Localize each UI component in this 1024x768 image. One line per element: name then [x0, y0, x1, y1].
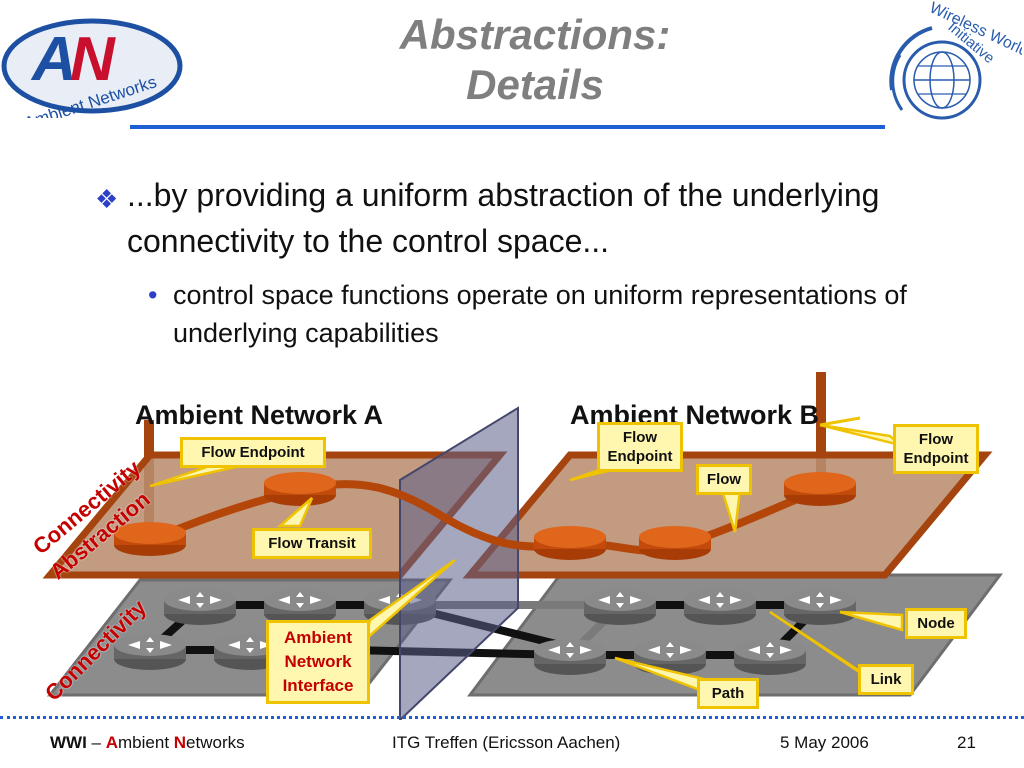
- pole-b: [816, 372, 826, 482]
- ambient-networks-logo: A N Ambient Networks: [1, 18, 183, 118]
- slide-title-line2: Details: [466, 61, 604, 108]
- wireless-world-initiative-logo: Wireless World Initiative: [889, 0, 1022, 120]
- footer-date: 5 May 2006: [780, 733, 869, 752]
- footer-dash: –: [86, 733, 106, 752]
- footer-event: ITG Treffen (Ericsson Aachen): [392, 733, 621, 752]
- svg-text:A: A: [30, 25, 77, 94]
- slide-title: Abstractions: Details: [300, 10, 770, 110]
- bullet-level1: ❖ ...by providing a uniform abstraction …: [95, 172, 975, 264]
- callout-pointers: [149, 423, 904, 692]
- callout-flow-transit: Flow Transit: [252, 528, 372, 559]
- bullet-level2-text: control space functions operate on unifo…: [173, 280, 907, 348]
- bullet-level2: • control space functions operate on uni…: [148, 276, 968, 352]
- callout-node: Node: [905, 608, 967, 639]
- dot-bullet-icon: •: [148, 280, 158, 310]
- svg-text:N: N: [70, 25, 116, 94]
- callout-flow-endpoint-b2: Flow Endpoint: [893, 424, 979, 474]
- footer-page-number: 21: [957, 733, 976, 752]
- diamond-bullet-icon: ❖: [95, 184, 119, 214]
- footer-n: N: [173, 733, 187, 752]
- network-a-title: Ambient Network A: [135, 400, 384, 430]
- slide-title-line1: Abstractions:: [399, 11, 671, 58]
- callout-ambient-network-interface: Ambient Network Interface: [266, 620, 370, 704]
- footer-mbient: mbient: [118, 733, 174, 752]
- bullet-level1-text: ...by providing a uniform abstraction of…: [127, 177, 880, 259]
- callout-link: Link: [858, 664, 914, 695]
- callout-flow-endpoint-a: Flow Endpoint: [180, 437, 326, 468]
- callout-flow: Flow: [696, 464, 752, 495]
- title-underline: [130, 125, 885, 129]
- footer-a: A: [105, 733, 119, 752]
- footer-project: WWI – Ambient Networks: [50, 733, 245, 753]
- pointer-arrow-b: [819, 416, 861, 427]
- callout-path: Path: [697, 678, 759, 709]
- footer-etworks: etworks: [186, 733, 245, 752]
- footer-wwi: WWI: [50, 733, 87, 752]
- callout-flow-endpoint-b1: Flow Endpoint: [597, 422, 683, 472]
- footer-divider: [0, 716, 1024, 719]
- interface-plane: [399, 406, 519, 720]
